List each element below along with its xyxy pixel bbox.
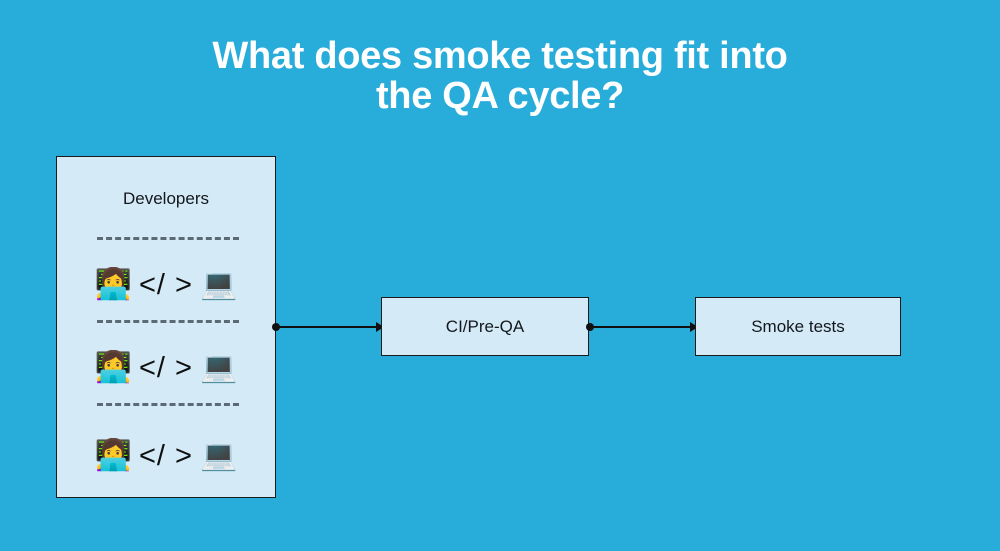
developer-row: 👩‍💻 </ > 💻 xyxy=(57,433,275,479)
edge-developers-to-ci xyxy=(272,319,384,335)
dashed-divider xyxy=(97,403,239,406)
page-title: What does smoke testing fit into the QA … xyxy=(0,36,1000,116)
code-tag-text: </ > xyxy=(139,269,193,301)
dashed-divider xyxy=(97,237,239,240)
developer-row: 👩‍💻 </ > 💻 xyxy=(57,345,275,391)
edge-ci-to-smoke-tests xyxy=(586,319,698,335)
node-developers[interactable]: Developers 👩‍💻 </ > 💻 👩‍💻 </ > 💻 👩‍💻 </ … xyxy=(56,156,276,498)
laptop-icon: 💻 xyxy=(200,350,238,385)
node-ci-pre-qa-label: CI/Pre-QA xyxy=(445,316,525,336)
page-title-line-2: the QA cycle? xyxy=(375,75,625,117)
person-computer-icon: 👩‍💻 xyxy=(94,267,132,302)
node-ci-pre-qa[interactable]: CI/Pre-QA xyxy=(381,297,589,356)
laptop-icon: 💻 xyxy=(200,438,238,473)
laptop-icon: 💻 xyxy=(200,267,238,302)
developer-row: 👩‍💻 </ > 💻 xyxy=(57,262,275,308)
code-tag-text: </ > xyxy=(139,440,193,472)
dashed-divider xyxy=(97,320,239,323)
person-computer-icon: 👩‍💻 xyxy=(94,350,132,385)
node-developers-label: Developers xyxy=(123,189,209,208)
person-computer-icon: 👩‍💻 xyxy=(94,438,132,473)
node-smoke-tests-label: Smoke tests xyxy=(751,316,845,336)
page-title-line-1: What does smoke testing fit into xyxy=(212,35,788,77)
code-tag-text: </ > xyxy=(139,352,193,384)
node-smoke-tests[interactable]: Smoke tests xyxy=(695,297,901,356)
